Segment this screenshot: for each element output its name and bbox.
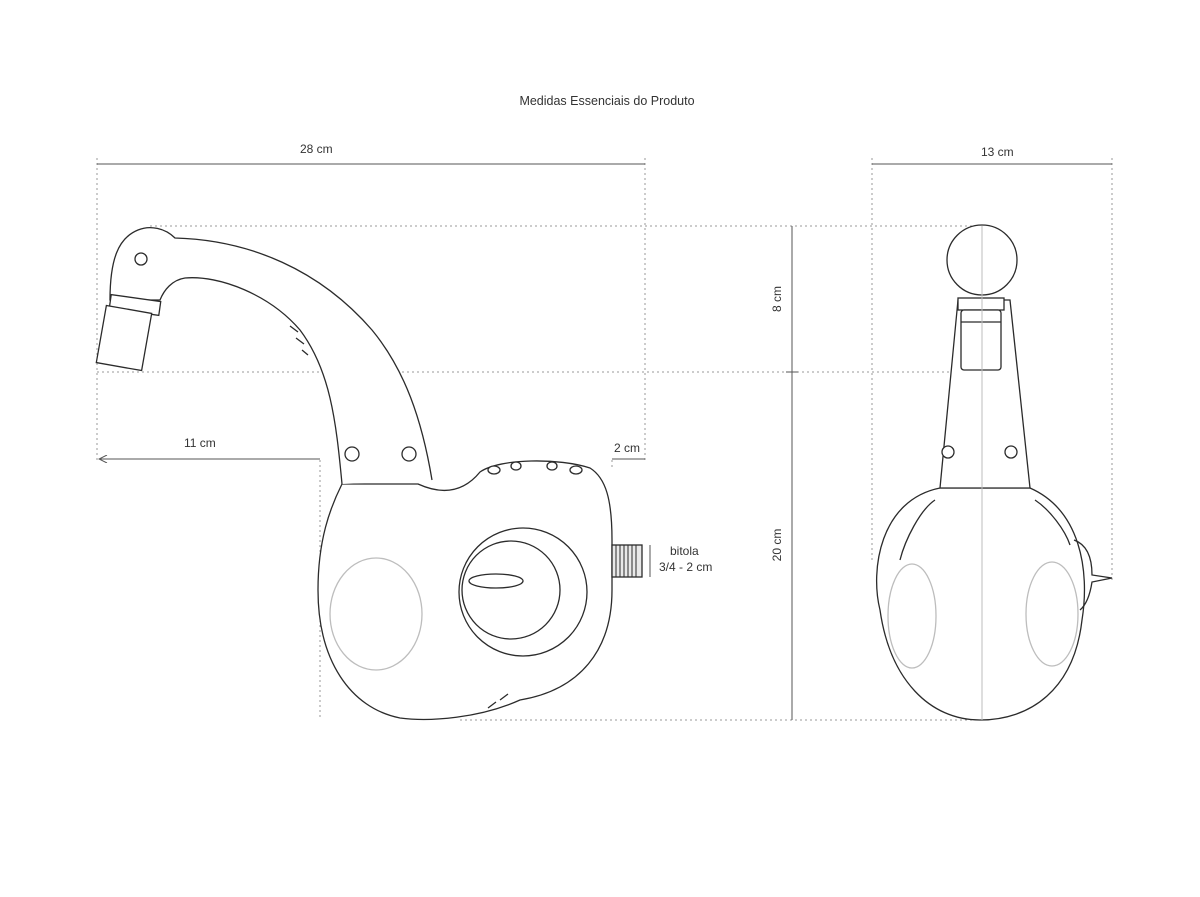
dimension-lines bbox=[97, 163, 1112, 720]
label-gauge-line1: bitola bbox=[670, 544, 699, 558]
faucet-spout bbox=[109, 227, 433, 485]
label-spout-height: 8 cm bbox=[770, 286, 784, 313]
label-side-width: 13 cm bbox=[981, 145, 1014, 159]
guide-lines bbox=[96, 158, 1113, 721]
label-spout-reach: 11 cm bbox=[184, 436, 216, 450]
knob-handle bbox=[468, 573, 524, 589]
knob-ring-inner bbox=[461, 540, 561, 640]
threaded-connector bbox=[611, 544, 643, 578]
side-oval bbox=[329, 557, 423, 671]
faucet-side-view bbox=[95, 227, 643, 721]
front-aerator bbox=[960, 309, 1002, 371]
aerator bbox=[95, 304, 153, 372]
label-gauge-line2: 3/4 - 2 cm bbox=[659, 560, 713, 574]
label-total-width: 28 cm bbox=[300, 142, 333, 156]
faucet-front-view bbox=[875, 224, 1113, 721]
label-body-height: 20 cm bbox=[770, 528, 784, 562]
label-thread-length: 2 cm bbox=[614, 441, 641, 455]
front-aerator-collar bbox=[957, 297, 1005, 311]
front-body bbox=[875, 487, 1086, 721]
diagram-title: Medidas Essenciais do Produto bbox=[519, 94, 695, 108]
front-handle bbox=[1073, 539, 1113, 611]
